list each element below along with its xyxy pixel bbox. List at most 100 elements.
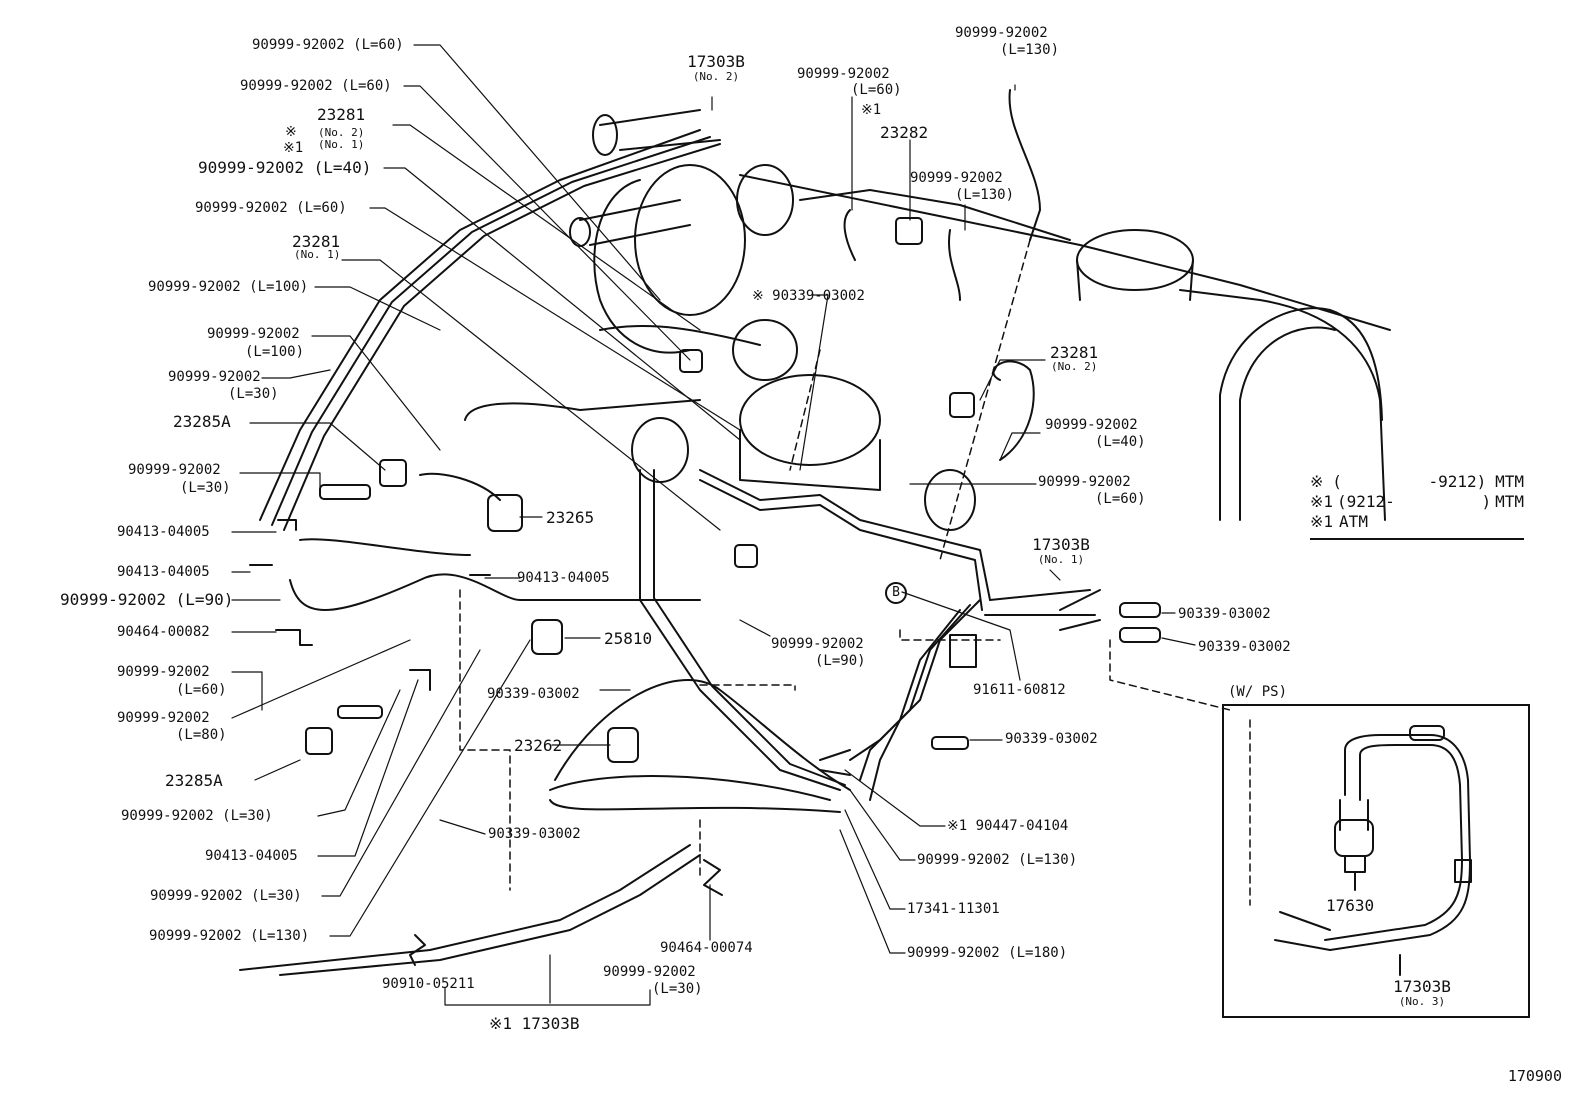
part-90999-L90-mid: 90999-92002 — [771, 636, 864, 652]
legend-row-1: ※ ( -9212) MTM — [1310, 472, 1524, 492]
part-90999-L30-b-sub: (L=30) — [180, 480, 231, 496]
part-90339-r3: 90339-03002 — [1005, 731, 1098, 747]
part-90339-r2: 90339-03002 — [1198, 639, 1291, 655]
part-90999-L130-top: 90999-92002 — [955, 25, 1048, 41]
part-90413-mid: 90413-04005 — [517, 570, 610, 586]
part-90999-L100-b-sub: (L=100) — [245, 344, 305, 360]
part-90999-L80: 90999-92002 — [117, 710, 210, 726]
part-90999-L130-bottom: 90999-92002 (L=130) — [149, 928, 310, 944]
part-90999-L180: 90999-92002 (L=180) — [907, 945, 1068, 961]
part-23285A-top: 23285A — [173, 412, 231, 431]
dashed-routing — [459, 239, 1251, 906]
part-17341: 17341-11301 — [907, 901, 1000, 917]
part-90999-L40-right: 90999-92002 — [1045, 417, 1138, 433]
part-90413-a: 90413-04005 — [117, 524, 210, 540]
part-90999-L60-c: 90999-92002 (L=60) — [195, 200, 347, 216]
engine-outline — [569, 109, 1391, 531]
part-90999-L130-top-sub: (L=130) — [1000, 42, 1060, 58]
part-17303B-no3-sub: (No. 3) — [1398, 995, 1446, 1008]
part-90999-L80-sub: (L=80) — [176, 727, 227, 743]
part-90999-L40-right-sub: (L=40) — [1095, 434, 1146, 450]
legend-row-3: ※1 ATM — [1310, 512, 1524, 532]
part-90464-82: 90464-00082 — [117, 624, 210, 640]
part-90999-L60-mid: 90999-92002 — [797, 66, 890, 82]
part-90999-L100-a: 90999-92002 (L=100) — [148, 279, 309, 295]
part-23281-no1-sub: (No. 1) — [294, 248, 341, 261]
part-23281-top-no2: (No. 2) — [318, 126, 365, 139]
part-23262: 23262 — [514, 736, 563, 755]
part-90999-L60-right: 90999-92002 — [1038, 474, 1131, 490]
part-90464-74: 90464-00074 — [660, 940, 753, 956]
part-17303B-no1-number: 17303B — [1032, 535, 1090, 554]
mark-23282: ※1 — [861, 102, 882, 118]
part-17303B-no2-number: 17303B — [687, 52, 745, 71]
part-90413-c: 90413-04005 — [205, 848, 298, 864]
part-25810: 25810 — [604, 629, 653, 648]
leader-lines — [231, 44, 1196, 1006]
part-90999-L60-mid-sub: (L=60) — [851, 82, 902, 98]
hose-bundles — [239, 89, 1101, 976]
part-91611: 91611-60812 — [973, 682, 1066, 698]
part-90339-r1: 90339-03002 — [1178, 606, 1271, 622]
legend-underline — [1310, 538, 1524, 540]
ps-inset-title: (W/ PS) — [1228, 684, 1288, 700]
part-17303B-no2-sub: (No. 2) — [692, 70, 740, 83]
legend-trans-2: MTM — [1495, 492, 1524, 511]
part-90910: 90910-05211 — [382, 976, 475, 992]
part-90999-L90-mid-sub: (L=90) — [815, 653, 866, 669]
part-17303B-no2: 17303B (No. 2) — [685, 53, 747, 83]
part-17303B-no1: 17303B (No. 1) — [1025, 536, 1097, 566]
part-90999-L30-b: 90999-92002 — [128, 462, 221, 478]
part-90447: ※1 90447-04104 — [947, 818, 1069, 834]
part-23282: 23282 — [880, 123, 929, 142]
part-23285A-bottom: 23285A — [165, 771, 223, 790]
part-17630: 17630 — [1326, 896, 1375, 915]
part-90413-b: 90413-04005 — [117, 564, 210, 580]
legend-mark-3: ※1 — [1310, 512, 1334, 531]
part-90999-L100-b: 90999-92002 — [207, 326, 300, 342]
part-23281-right: 23281 — [1050, 343, 1099, 362]
part-17303B-no1-sub: (No. 1) — [1037, 553, 1085, 566]
part-90339-low: 90339-03002 — [488, 826, 581, 842]
part-90999-L90-left: 90999-92002 (L=90) — [60, 590, 234, 609]
callout-b-letter: B — [892, 585, 900, 600]
legend-row-2: ※1 (9212- ) MTM — [1310, 492, 1524, 512]
part-90339-mid: 90339-03002 — [487, 686, 580, 702]
part-90999-L30-d: 90999-92002 (L=30) — [150, 888, 302, 904]
part-90999-L130-low: 90999-92002 (L=130) — [917, 852, 1078, 868]
part-90999-L30-bot-sub: (L=30) — [652, 981, 703, 997]
mark-note-b: ※1 — [283, 140, 304, 156]
part-17303B-no3-number: 17303B — [1393, 977, 1451, 996]
part-90999-L130-mid: 90999-92002 — [910, 170, 1003, 186]
legend-mark-1: ※ — [1310, 472, 1324, 491]
part-90999-L40-left: 90999-92002 (L=40) — [198, 158, 372, 177]
part-90339-mark: ※ 90339-03002 — [752, 288, 865, 304]
legend-mark-2: ※1 — [1310, 492, 1334, 511]
part-90999-L60-a: 90999-92002 (L=60) — [252, 37, 404, 53]
part-23281-no1: 23281 — [292, 232, 341, 251]
part-90999-L60-right-sub: (L=60) — [1095, 491, 1146, 507]
part-90999-L30-a: 90999-92002 — [168, 369, 261, 385]
part-90999-L60-b: 90999-92002 (L=60) — [240, 78, 392, 94]
legend-range-1: ( -9212) — [1332, 472, 1487, 491]
ps-inset-drawing — [1274, 725, 1472, 976]
part-90999-L30-bot: 90999-92002 — [603, 964, 696, 980]
part-23281-right-sub: (No. 2) — [1051, 360, 1098, 373]
part-90999-L30-a-sub: (L=30) — [228, 386, 279, 402]
legend-trans-1: MTM — [1495, 472, 1524, 491]
part-90999-L60-d-sub: (L=60) — [176, 682, 227, 698]
callout-b-circle — [885, 582, 907, 604]
part-17303B-bottom: ※1 17303B — [489, 1014, 580, 1033]
part-23281-top: 23281 — [317, 105, 366, 124]
part-23281-top-no1: (No. 1) — [318, 138, 365, 151]
part-90999-L30-c: 90999-92002 (L=30) — [121, 808, 273, 824]
mark-note-a: ※ — [285, 124, 297, 140]
variant-legend: ※ ( -9212) MTM ※1 (9212- ) MTM ※1 ATM — [1310, 472, 1524, 540]
legend-range-2: (9212- ) — [1337, 492, 1492, 511]
ps-inset-frame — [1222, 704, 1530, 1018]
part-90999-L60-d: 90999-92002 — [117, 664, 210, 680]
legend-trans-3: ATM — [1339, 512, 1368, 531]
components — [249, 217, 1161, 966]
part-23265: 23265 — [546, 508, 595, 527]
